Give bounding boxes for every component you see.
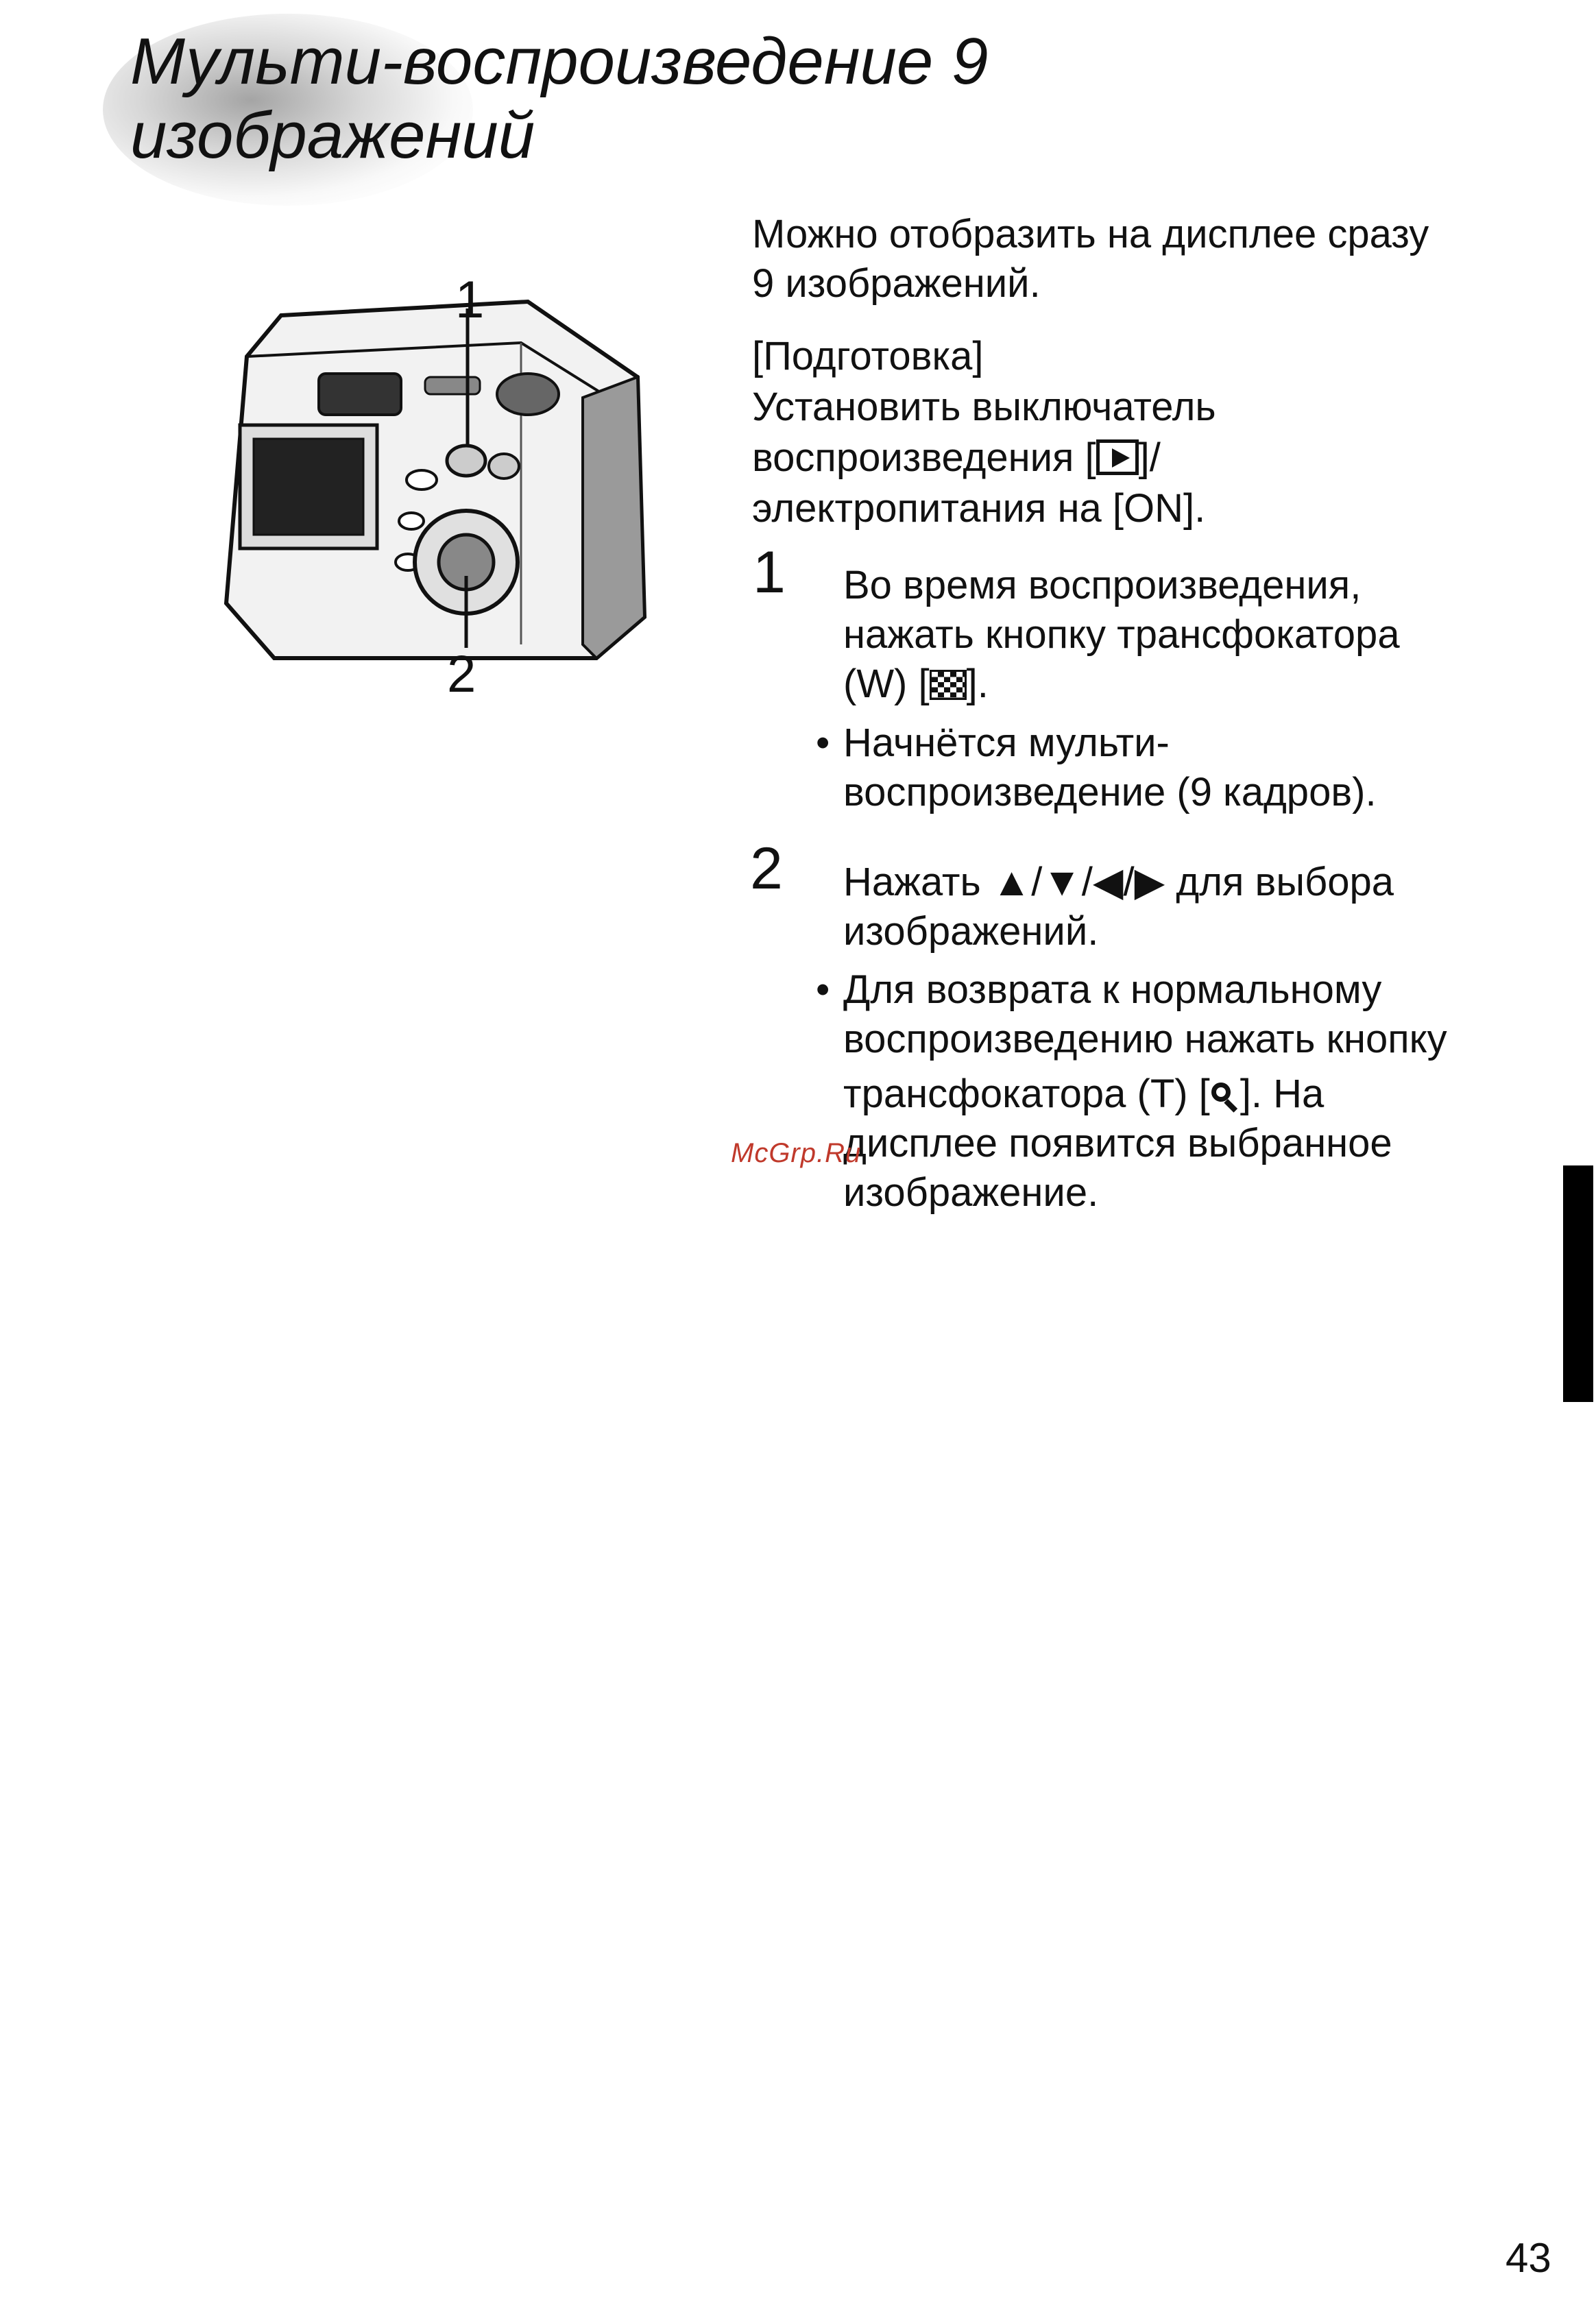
step-2-text: Нажать ▲/▼/◀/▶ для выбора изображений. [843, 858, 1584, 956]
step-2-line-1: Нажать ▲/▼/◀/▶ для выбора [843, 858, 1584, 907]
preparation-heading: [Подготовка] [752, 334, 984, 378]
page-number: 43 [1506, 2235, 1551, 2281]
step-2-line-2: изображений. [843, 909, 1099, 954]
intro-line-1: Можно отобразить на дисплее сразу [752, 212, 1429, 256]
step-1-line-3: (W) []. [843, 660, 1584, 709]
preparation-line-2-end: ]/ [1138, 435, 1161, 480]
preparation-line-2: воспроизведения [ ]/ [752, 433, 1575, 483]
preparation-line-1: Установить выключатель [752, 385, 1216, 429]
step-2-bullet-line-2: воспроизведению нажать кнопку [843, 1017, 1447, 1061]
page-title: Мульти-воспроизведение 9 изображений [130, 25, 1159, 173]
intro-text: Можно отобразить на дисплее сразу 9 изоб… [752, 210, 1575, 309]
page-title-line-2: изображений [130, 99, 535, 172]
callout-2: 2 [447, 645, 476, 703]
multi-display-icon [929, 670, 967, 700]
step-2-bullet: • Для возврата к нормальному воспроизвед… [816, 965, 1584, 1218]
step-2-bullet-line-3: трансфокатора (T) [ ]. На [843, 1069, 1584, 1119]
watermark: McGrp.Ru [731, 1138, 862, 1168]
step-1-text: Во время воспроизведения, нажать кнопку … [843, 561, 1584, 709]
step-1-line-2: нажать кнопку трансфокатора [843, 612, 1400, 657]
bullet-dot: • [816, 721, 830, 765]
step-1-bullet: • Начнётся мульти- воспроизведение (9 ка… [816, 718, 1584, 817]
preparation-line-2-start: воспроизведения [ [752, 435, 1096, 480]
step-2-line-1-start: Нажать [843, 860, 992, 904]
step-2-bullet-line-3-start: трансфокатора (T) [ [843, 1072, 1210, 1116]
step-2-bullet-line-4: дисплее появится выбранное [843, 1121, 1392, 1165]
bullet-dot: • [816, 967, 830, 1012]
step-2-bullet-line-3-end: ]. На [1240, 1072, 1325, 1116]
step-2-bullet-line-1: Для возврата к нормальному [843, 967, 1382, 1012]
step-1-line-3-end: ]. [966, 662, 989, 706]
step-2-line-1-end: для выбора [1165, 860, 1394, 904]
play-icon [1096, 439, 1139, 475]
step-1-line-1: Во время воспроизведения, [843, 563, 1362, 607]
page-title-line-1: Мульти-воспроизведение 9 [130, 25, 989, 98]
preparation-line-3: электропитания на [ON]. [752, 486, 1206, 531]
section-tab-marker [1563, 1165, 1593, 1402]
step-2-number: 2 [750, 836, 783, 902]
cursor-arrows: ▲/▼/◀/▶ [991, 860, 1165, 904]
step-1-number: 1 [753, 540, 786, 605]
callout-1: 1 [455, 271, 485, 329]
zoom-icon [1210, 1081, 1240, 1111]
step-2-bullet-line-5: изображение. [843, 1170, 1099, 1215]
step-1-bullet-line-1: Начнётся мульти- [843, 721, 1170, 765]
camera-drawing [223, 299, 647, 660]
step-1-line-3-start: (W) [ [843, 662, 930, 706]
preparation-block: [Подготовка] Установить выключатель восп… [752, 331, 1575, 534]
intro-line-2: 9 изображений. [752, 261, 1041, 306]
camera-illustration [199, 274, 692, 713]
title-shading [103, 14, 473, 206]
step-1-bullet-line-2: воспроизведение (9 кадров). [843, 770, 1377, 814]
